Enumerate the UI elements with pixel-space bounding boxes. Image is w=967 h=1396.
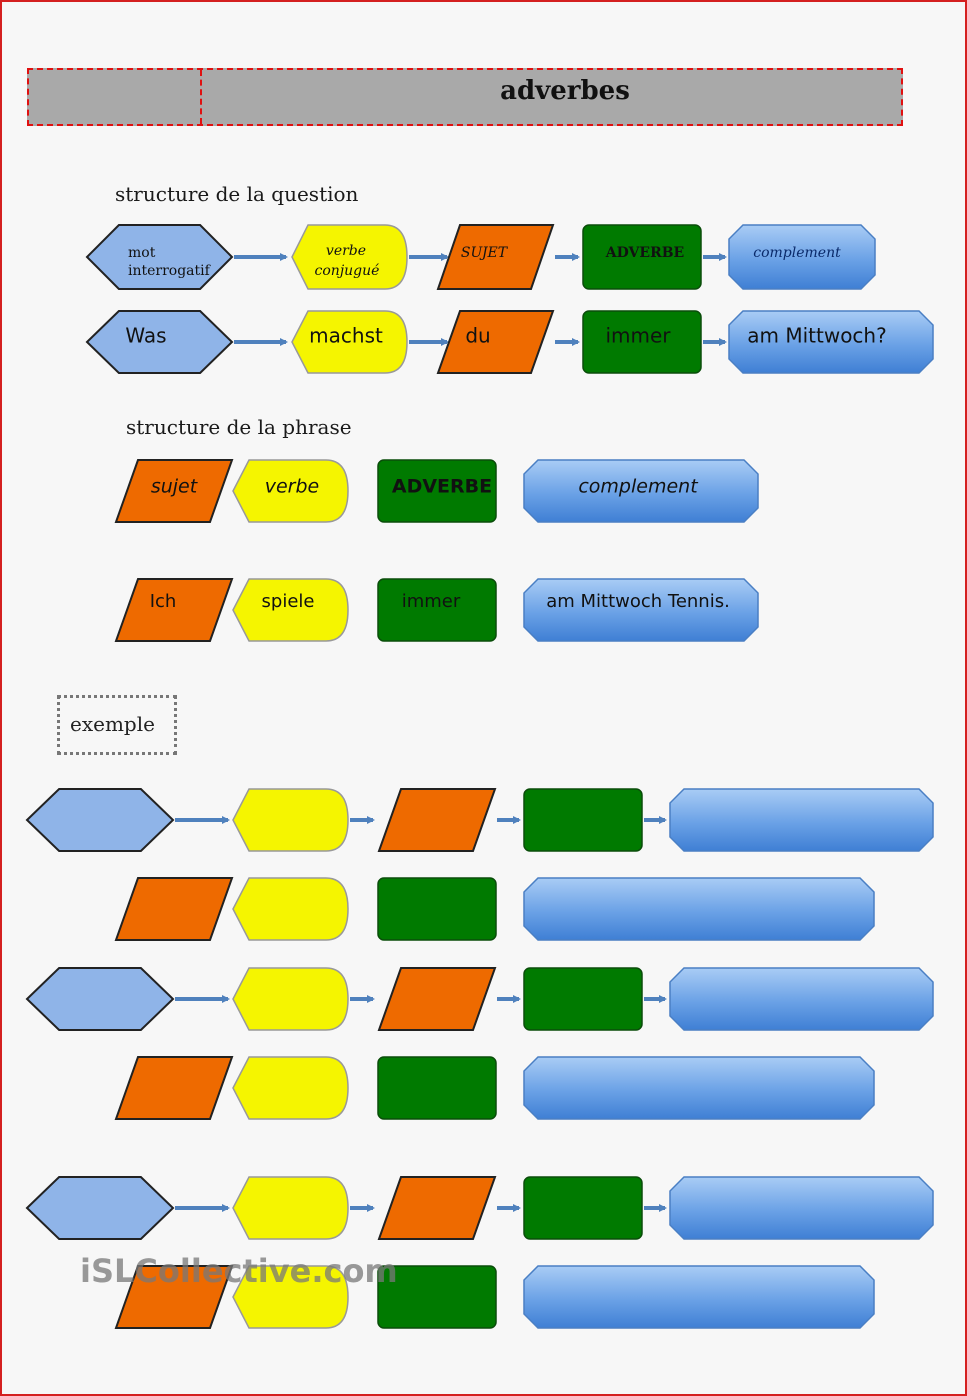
sentence-pattern-verb-shape <box>232 459 349 523</box>
subject-label: SUJET <box>461 245 509 261</box>
practice-subject-shape <box>377 967 497 1031</box>
complement-value: am Mittwoch? <box>747 324 886 348</box>
practice-subject-shape <box>377 1176 497 1240</box>
subject-value: Ich <box>150 591 177 612</box>
question-pattern-subject-shape <box>436 224 555 290</box>
subject-label: sujet <box>151 476 199 498</box>
question-word-value: Was <box>125 324 166 348</box>
question-example-verb-shape <box>291 310 408 374</box>
adverb-label: ADVERBE <box>605 245 684 261</box>
practice-adverb-shape <box>377 877 497 941</box>
complement-label: complement <box>753 245 841 261</box>
practice-complement-shape <box>523 1056 875 1120</box>
sentence-pattern-adverb-shape <box>377 459 497 523</box>
practice-complement-shape <box>669 788 934 852</box>
watermark: iSLCollective.com <box>80 1252 398 1290</box>
question-pattern-complement-shape <box>728 224 876 290</box>
question-example-question-word-shape <box>85 310 234 374</box>
question-word-label-line2: interrogatif <box>128 263 212 279</box>
complement-label: complement <box>578 476 699 498</box>
example-box: exemple <box>57 695 177 755</box>
practice-verb-shape <box>232 788 349 852</box>
practice-complement-shape <box>669 967 934 1031</box>
practice-verb-shape <box>232 1176 349 1240</box>
practice-question-word-shape <box>25 1176 175 1240</box>
practice-complement-shape <box>523 1265 875 1329</box>
practice-adverb-shape <box>523 788 643 852</box>
practice-subject-shape <box>114 1265 234 1329</box>
question-pattern-question-word-shape <box>85 224 234 290</box>
practice-subject-shape <box>114 877 234 941</box>
practice-adverb-shape <box>377 1265 497 1329</box>
heading-sentence-structure: structure de la phrase <box>126 415 352 439</box>
practice-verb-shape <box>232 877 349 941</box>
subject-value: du <box>465 324 490 348</box>
sentence-example-complement-shape <box>523 578 759 642</box>
practice-verb-shape <box>232 967 349 1031</box>
adverb-value: immer <box>605 324 671 348</box>
verb-value: machst <box>309 324 383 348</box>
question-pattern-verb-shape <box>291 224 408 290</box>
title-bar: adverbes <box>27 68 903 126</box>
heading-question-structure: structure de la question <box>115 182 359 206</box>
verb-value: spiele <box>262 591 315 612</box>
question-example-complement-shape <box>728 310 934 374</box>
verb-label: verbe <box>326 243 366 259</box>
practice-subject-shape <box>114 1056 234 1120</box>
practice-subject-shape <box>377 788 497 852</box>
verb-label: verbe <box>265 476 320 498</box>
complement-value: am Mittwoch Tennis. <box>546 591 730 612</box>
verb-label-line2: conjugué <box>315 263 380 279</box>
practice-verb-shape <box>232 1265 349 1329</box>
example-label: exemple <box>70 712 155 736</box>
page-title: adverbes <box>500 76 630 106</box>
practice-question-word-shape <box>25 967 175 1031</box>
practice-adverb-shape <box>523 967 643 1031</box>
practice-complement-shape <box>669 1176 934 1240</box>
question-word-label: mot <box>128 245 156 261</box>
sentence-example-adverb-shape <box>377 578 497 642</box>
sentence-example-subject-shape <box>114 578 234 642</box>
practice-adverb-shape <box>523 1176 643 1240</box>
question-example-subject-shape <box>436 310 555 374</box>
sentence-pattern-complement-shape <box>523 459 759 523</box>
practice-adverb-shape <box>377 1056 497 1120</box>
title-divider <box>200 70 202 124</box>
adverb-value: immer <box>402 591 461 612</box>
adverb-label: ADVERBE <box>392 476 492 498</box>
practice-verb-shape <box>232 1056 349 1120</box>
sentence-example-verb-shape <box>232 578 349 642</box>
practice-complement-shape <box>523 877 875 941</box>
sentence-pattern-subject-shape <box>114 459 234 523</box>
practice-question-word-shape <box>25 788 175 852</box>
question-example-adverb-shape <box>582 310 702 374</box>
question-pattern-adverb-shape <box>582 224 702 290</box>
